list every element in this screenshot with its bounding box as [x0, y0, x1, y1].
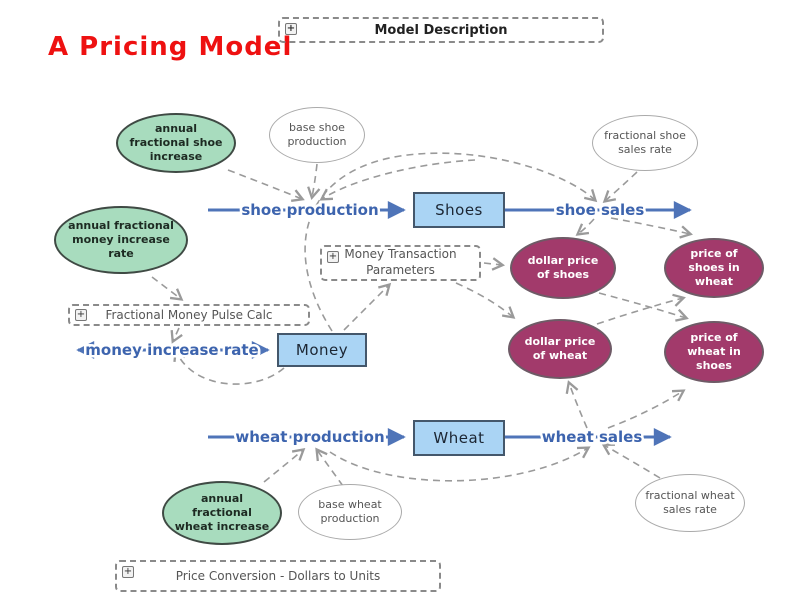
conn-money-to-mtp	[343, 282, 392, 331]
flow-label-shoe-sales[interactable]: shoe sales	[553, 199, 647, 222]
group-price-conversion[interactable]: + Price Conversion - Dollars to Units	[115, 560, 441, 592]
group-label: Model Description	[374, 22, 508, 38]
converter-price-of-wheat-in-shoes[interactable]: price of wheat in shoes	[664, 321, 764, 383]
converter-label: fractional wheat sales rate	[645, 489, 735, 516]
stock-label: Wheat	[433, 428, 485, 447]
converter-label: annual fractional money increase rate	[68, 219, 174, 260]
group-label: Fractional Money Pulse Calc	[105, 308, 273, 322]
conn-dps-to-pwis	[598, 292, 689, 322]
expand-icon[interactable]: +	[75, 309, 87, 321]
converter-base-shoe-production[interactable]: base shoe production	[269, 107, 365, 163]
group-label: Money Transaction Parameters	[344, 247, 457, 277]
flow-label-money-increase-rate[interactable]: money increase rate	[83, 339, 261, 362]
influence-connectors	[151, 152, 693, 487]
conn-wheat-sales-to-dpw	[565, 380, 588, 429]
converter-annual-fractional-wheat-increase[interactable]: annual fractional wheat increase	[162, 481, 282, 545]
conn-arc-to-wheat-sales	[329, 446, 591, 482]
expand-icon[interactable]: +	[285, 23, 297, 35]
flow-pipes[interactable]	[76, 201, 692, 446]
group-money-transaction-parameters[interactable]: + Money Transaction Parameters	[320, 245, 481, 281]
conn-afsi-to-shoe-production	[227, 169, 305, 202]
conn-shoe-sales-to-dps	[575, 218, 595, 236]
converter-base-wheat-production[interactable]: base wheat production	[298, 484, 402, 540]
stock-label: Money	[295, 340, 349, 359]
converter-fractional-wheat-sales-rate[interactable]: fractional wheat sales rate	[635, 474, 745, 532]
converter-price-of-shoes-in-wheat[interactable]: price of shoes in wheat	[664, 238, 764, 298]
converter-fractional-shoe-sales-rate[interactable]: fractional shoe sales rate	[592, 115, 698, 171]
conn-mtp-to-dps	[483, 257, 506, 271]
converter-label: fractional shoe sales rate	[604, 129, 686, 156]
conn-base-wheat-to-wheat-production	[315, 447, 344, 487]
converter-label: dollar price of wheat	[524, 335, 596, 362]
stock-label: Shoes	[435, 200, 483, 219]
group-model-description[interactable]: + Model Description	[278, 17, 604, 43]
conn-afmir-to-mpc	[151, 276, 184, 301]
converter-label: base wheat production	[318, 498, 382, 525]
flow-label-wheat-production[interactable]: wheat production	[233, 426, 387, 449]
expand-icon[interactable]: +	[327, 251, 339, 263]
converter-dollar-price-of-shoes[interactable]: dollar price of shoes	[510, 237, 616, 299]
conn-wheat-sales-to-pwis	[607, 389, 686, 429]
group-label: Price Conversion - Dollars to Units	[175, 569, 381, 583]
conn-money-loop-to-mir	[173, 348, 285, 385]
conn-mpc-to-mir	[170, 327, 183, 344]
group-fractional-money-pulse-calc[interactable]: + Fractional Money Pulse Calc	[68, 304, 310, 326]
conn-mtp-to-dpw	[455, 282, 516, 319]
page-title: A Pricing Model	[48, 32, 293, 62]
stock-shoes[interactable]: Shoes	[413, 192, 505, 228]
converter-label: annual fractional wheat increase	[174, 492, 270, 533]
conn-base-shoe-to-shoe-production	[307, 163, 321, 200]
stock-money[interactable]: Money	[277, 333, 367, 367]
converter-label: annual fractional shoe increase	[129, 122, 223, 163]
converter-label: dollar price of shoes	[527, 254, 599, 281]
flow-label-wheat-sales[interactable]: wheat sales	[539, 426, 645, 449]
converter-label: base shoe production	[287, 121, 347, 148]
converter-label: price of shoes in wheat	[688, 247, 740, 288]
expand-icon[interactable]: +	[122, 566, 134, 578]
stock-wheat[interactable]: Wheat	[413, 420, 505, 456]
conn-fwsr-to-wheat-sales	[601, 443, 661, 479]
conn-money-to-shoe-sales	[304, 152, 598, 332]
converter-dollar-price-of-wheat[interactable]: dollar price of wheat	[508, 319, 612, 379]
conn-arc-to-shoe-production	[319, 159, 476, 201]
converter-label: price of wheat in shoes	[687, 331, 741, 372]
converter-annual-fractional-money-increase-rate[interactable]: annual fractional money increase rate	[54, 206, 188, 274]
conn-shoe-sales-to-psiw	[610, 217, 693, 239]
converter-annual-fractional-shoe-increase[interactable]: annual fractional shoe increase	[116, 113, 236, 173]
conn-dpw-to-psiw	[596, 293, 686, 325]
conn-fssr-to-shoe-sales	[602, 171, 638, 203]
flow-label-shoe-production[interactable]: shoe production	[239, 199, 381, 222]
conn-afwi-to-wheat-production	[263, 448, 306, 483]
